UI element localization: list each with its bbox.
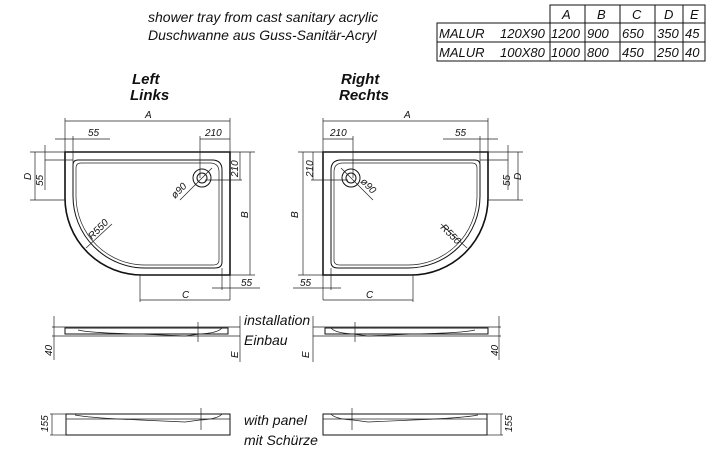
right-title-en: Right (341, 71, 380, 88)
right-tray-plan (292, 117, 524, 303)
dim-height-panel: 155 (40, 415, 51, 432)
col-header-a: A (561, 7, 571, 22)
dim-radius: R550 (438, 222, 463, 247)
dim-a: A (403, 110, 411, 121)
cell: 350 (657, 26, 679, 41)
header-english: shower tray from cast sanitary acrylic (148, 9, 378, 25)
dim-height-install: 40 (490, 344, 501, 356)
right-side-panel (322, 407, 504, 436)
label-installation-en: installation (244, 312, 310, 328)
cell: 1000 (551, 45, 581, 60)
dim-c: C (366, 290, 374, 301)
dim-rim: 55 (300, 278, 312, 289)
dim-drain-dia: ø90 (169, 181, 189, 201)
dim-e: E (301, 351, 312, 358)
col-header-c: C (632, 7, 642, 22)
dim-rim: 55 (455, 128, 467, 139)
cell: 900 (587, 26, 609, 41)
dim-rim: 55 (241, 278, 253, 289)
header-german: Duschwanne aus Guss-Sanitär-Acryl (148, 27, 377, 43)
label-panel-de: mit Schürze (244, 432, 318, 448)
dim-height-install: 40 (44, 344, 55, 356)
dim-a: A (144, 110, 152, 121)
row-model: MALUR (439, 45, 485, 60)
left-title-en: Left (132, 71, 161, 88)
dim-drain-dia: ø90 (358, 176, 378, 196)
left-title-de: Links (130, 87, 169, 104)
cell: 450 (622, 45, 644, 60)
dim-height-panel: 155 (504, 415, 515, 432)
cell: 250 (656, 45, 679, 60)
dim-drain-offset: 210 (329, 128, 347, 139)
left-side-panel (50, 408, 231, 436)
dim-d: D (513, 173, 524, 180)
dim-e: E (230, 351, 241, 358)
dim-rim: 55 (502, 174, 513, 186)
cell: 800 (587, 45, 609, 60)
left-side-installation (52, 316, 241, 362)
dim-drain-offset: 210 (230, 160, 241, 178)
row-size: 100X80 (500, 45, 546, 60)
right-title-de: Rechts (339, 87, 389, 104)
row-size: 120X90 (500, 26, 546, 41)
cell: 650 (622, 26, 644, 41)
dim-rim: 55 (35, 174, 46, 186)
dim-b: B (290, 211, 301, 218)
dim-drain-offset: 210 (305, 160, 316, 178)
dimension-table: A B C D E MALUR 120X90 1200 900 650 350 … (436, 4, 706, 62)
dim-radius: R550 (86, 217, 111, 242)
dim-rim: 55 (88, 128, 100, 139)
left-tray-plan (30, 118, 260, 302)
row-model: MALUR (439, 26, 485, 41)
label-panel-en: with panel (244, 412, 308, 428)
cell: 40 (685, 45, 700, 60)
col-header-e: E (690, 7, 699, 22)
label-installation-de: Einbau (244, 332, 288, 348)
dim-drain-offset: 210 (204, 128, 222, 139)
col-header-b: B (597, 7, 606, 22)
cell: 1200 (551, 26, 581, 41)
dim-d: D (23, 173, 34, 180)
col-header-d: D (664, 7, 673, 22)
dim-b: B (240, 211, 251, 218)
cell: 45 (685, 26, 700, 41)
dim-c: C (182, 290, 190, 301)
right-side-installation (312, 315, 502, 363)
